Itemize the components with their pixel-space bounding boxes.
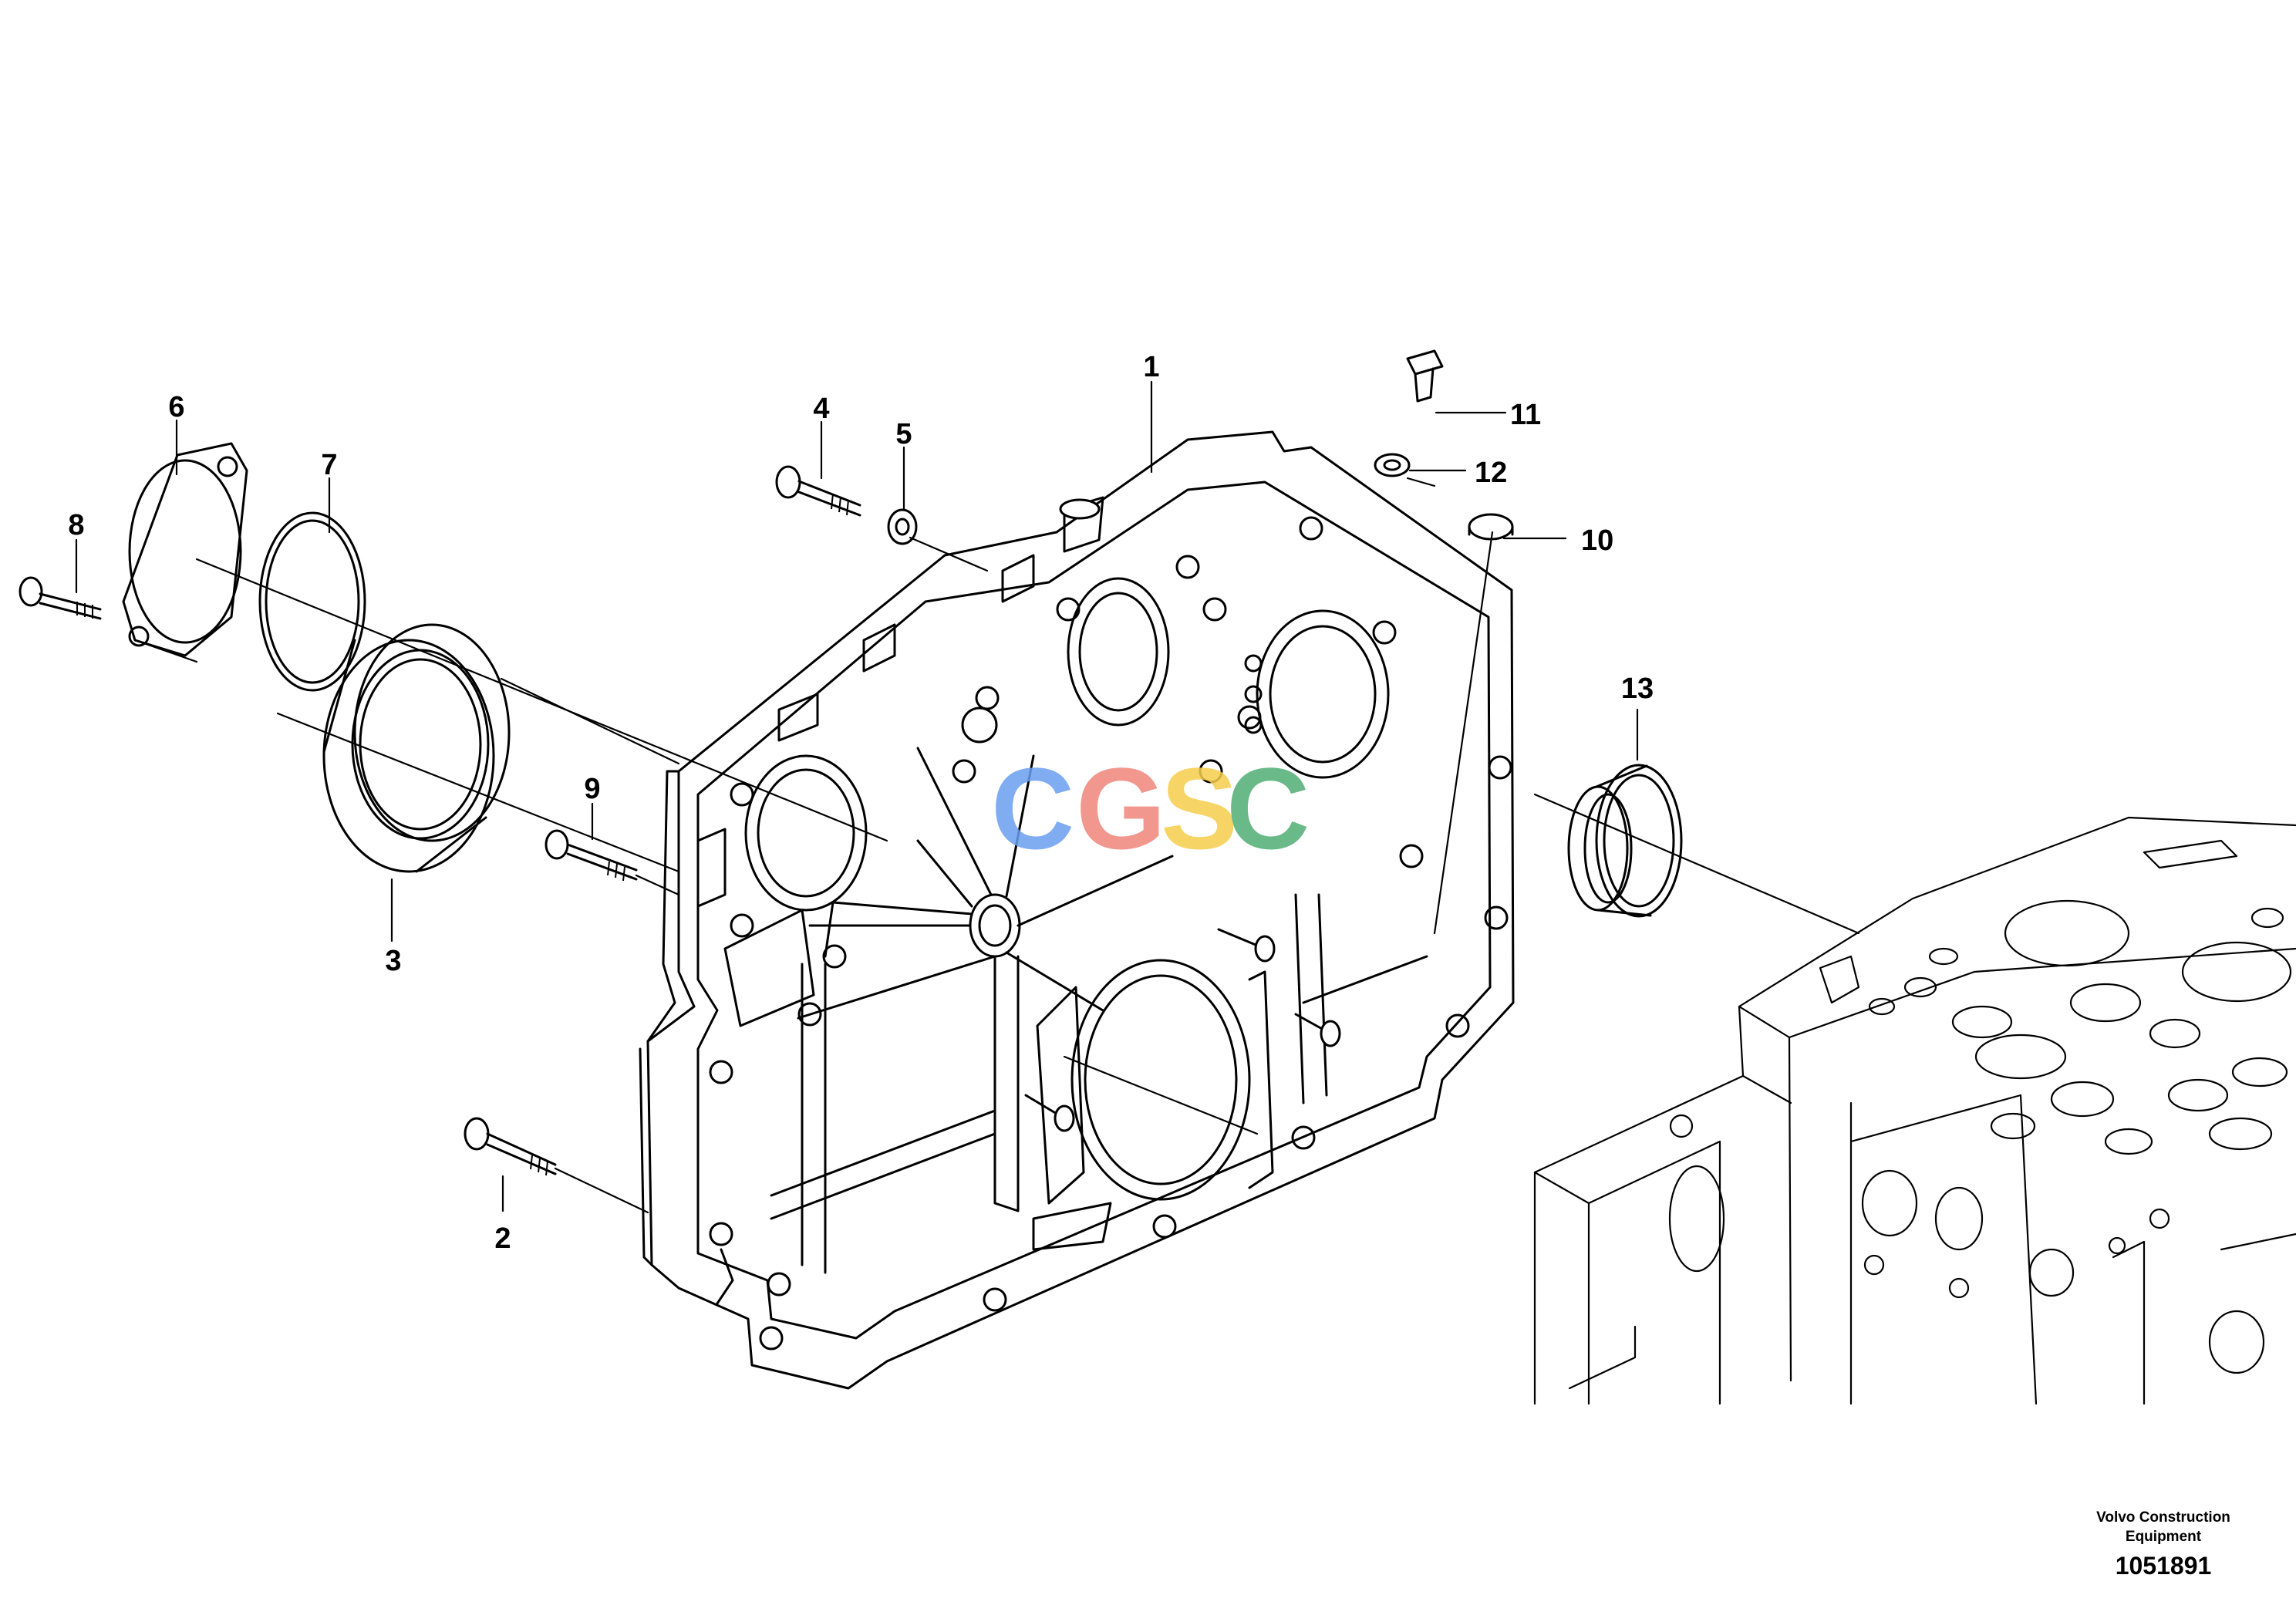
watermark-letter-3: S (1161, 744, 1238, 873)
gear-cover-plate (639, 430, 1515, 1390)
document-number: 1051891 (2116, 1552, 2212, 1580)
part-4-screw (775, 465, 861, 517)
callout-6: 6 (168, 391, 184, 423)
part-2-screw (464, 1117, 557, 1176)
credit-line-2: Equipment (2126, 1529, 2202, 1545)
part-8-screw (19, 576, 102, 620)
callout-13: 13 (1621, 673, 1654, 705)
leader-lines (75, 380, 1860, 1214)
watermark-letter-4: C (1226, 744, 1310, 873)
watermark: C G S C (991, 744, 1310, 873)
callout-labels: 1 2 3 4 5 6 7 8 9 10 11 12 13 (68, 351, 1654, 1255)
callout-9: 9 (584, 773, 600, 805)
callout-5: 5 (895, 418, 912, 450)
callout-8: 8 (68, 509, 84, 541)
callout-2: 2 (494, 1222, 511, 1255)
part-5-washer (887, 508, 918, 545)
part-11-plug (1406, 349, 1444, 403)
part-6-cover-plate (122, 442, 248, 657)
part-9-screw (544, 829, 638, 882)
credit-line-1: Volvo Construction (2096, 1509, 2230, 1526)
part-3-seal (322, 623, 511, 873)
engine-block (1533, 816, 2296, 1405)
callout-10: 10 (1581, 524, 1613, 557)
part-10-plug (1468, 513, 1514, 541)
part-7-o-ring (258, 511, 366, 692)
callout-4: 4 (813, 393, 829, 425)
callout-7: 7 (321, 449, 337, 481)
watermark-letter-1: C (991, 744, 1074, 873)
callout-11: 11 (1510, 399, 1541, 431)
part-13-sleeve (1567, 764, 1683, 918)
callout-12: 12 (1475, 457, 1507, 489)
part-12-sealing-washer (1374, 453, 1411, 477)
bolt-holes (709, 516, 1512, 1351)
callout-1: 1 (1143, 351, 1159, 383)
callout-3: 3 (385, 945, 401, 977)
footer: Volvo Construction Equipment 1051891 (2096, 1509, 2230, 1580)
watermark-letter-2: G (1076, 744, 1166, 873)
